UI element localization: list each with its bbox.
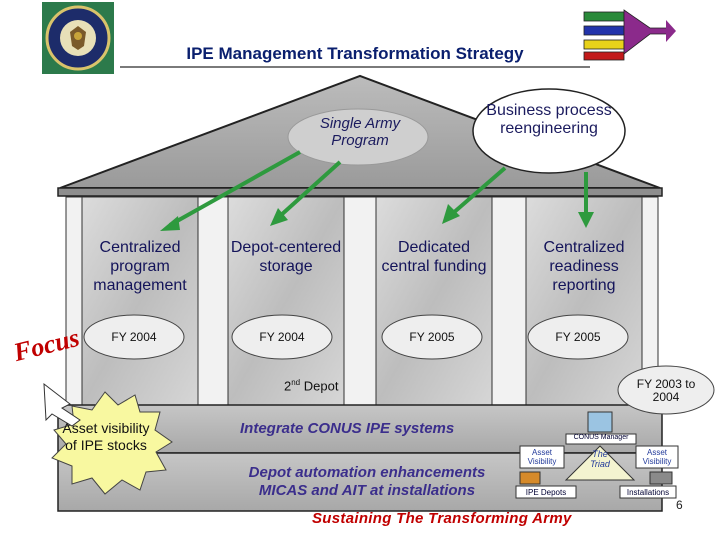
asset-visibility-burst [51, 391, 173, 495]
depot-automation-label: Depot automation enhancements MICAS and … [248, 464, 486, 499]
page-number: 6 [676, 498, 683, 512]
page-title: IPE Management Transformation Strategy [186, 44, 524, 63]
pillar-label-1: Centralized program management [93, 239, 187, 295]
callout-arrows [160, 150, 594, 231]
triad-asset-visibility-left: Asset Visibility [527, 448, 557, 466]
title-divider [120, 66, 590, 68]
triad-ipe-depots: IPE Depots [525, 488, 567, 497]
business-process-pill-shape [472, 88, 626, 174]
integrate-conus-label: Integrate CONUS IPE systems [240, 420, 455, 437]
triad-the-triad: The Triad [590, 449, 610, 469]
fy-2003-2004-label: FY 2003 to 2004 [636, 377, 696, 405]
pillar-label-2: Depot-centered storage [230, 239, 342, 276]
second-depot-label: 2nd Depot [284, 378, 339, 394]
triad-asset-visibility-right: Asset Visibility [642, 448, 672, 466]
pillars [65, 196, 659, 406]
pillar-label-3: Dedicated central funding [381, 239, 487, 276]
triad-conus-manager: CONUS Manager [573, 434, 629, 441]
focus-arrow [43, 382, 81, 427]
converging-arrows-icon [580, 2, 676, 62]
pillar-fy-1: FY 2004 [111, 330, 157, 344]
triad-installations: Installations [626, 488, 670, 497]
dcs-g4-logo [42, 2, 114, 74]
triad-diagram [515, 411, 679, 499]
pillar-fy-3: FY 2005 [409, 330, 455, 344]
single-army-pill-shape [287, 108, 429, 166]
pillar-fy-2: FY 2004 [259, 330, 305, 344]
pillar-label-4: Centralized readiness reporting [543, 239, 625, 295]
fy-clouds [83, 314, 715, 415]
asset-visibility-label: Asset visibility of IPE stocks [62, 420, 150, 453]
business-process-label: Business process reengineering [486, 102, 612, 137]
pillar-fy-4: FY 2005 [555, 330, 601, 344]
roof-beam [57, 187, 663, 197]
single-army-program-label: Single Army Program [319, 115, 401, 149]
footer-slogan: Sustaining The Transforming Army [312, 510, 572, 527]
